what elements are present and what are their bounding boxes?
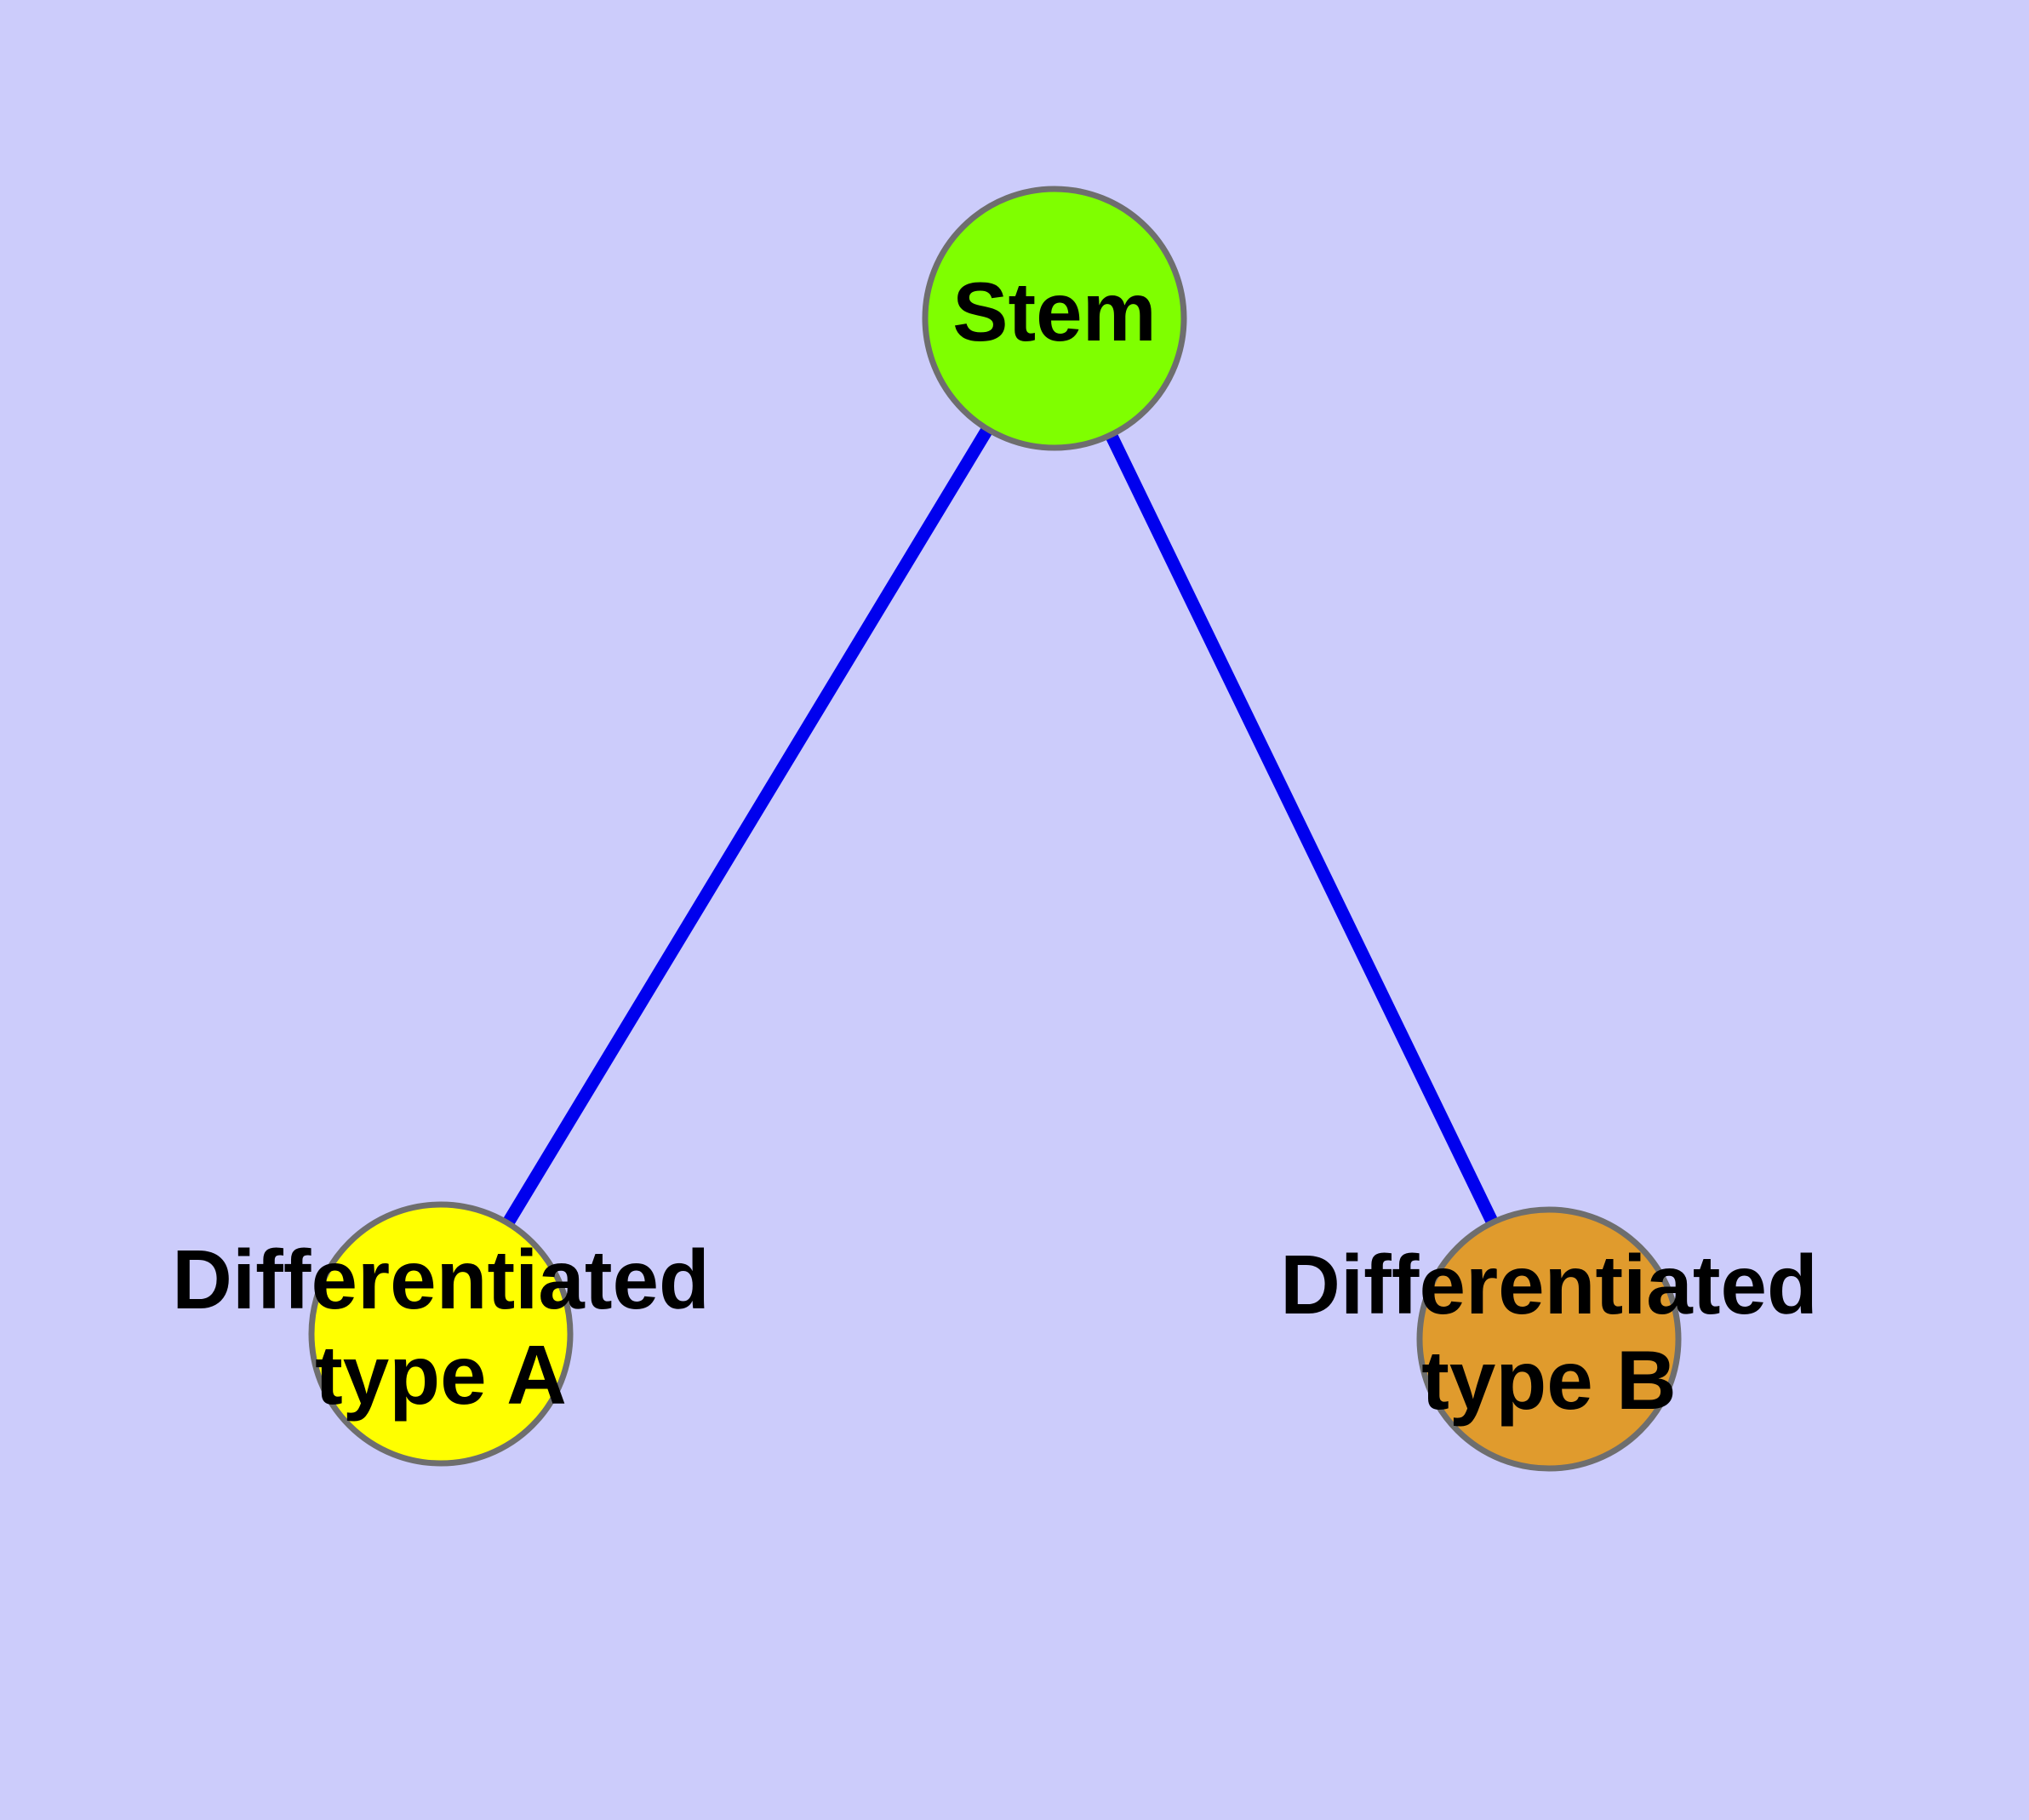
edge-layer [435,315,1555,1342]
node-layer [308,186,1682,1472]
node-stem[interactable] [922,186,1187,451]
node-differentiated-type-b[interactable] [1416,1206,1682,1472]
edge-stem-to-differentiated-type-a[interactable] [435,315,1060,1337]
edge-stem-to-differentiated-type-b[interactable] [1049,315,1555,1342]
node-label-stem: Stem [952,265,1157,358]
node-differentiated-type-a[interactable] [308,1201,574,1467]
